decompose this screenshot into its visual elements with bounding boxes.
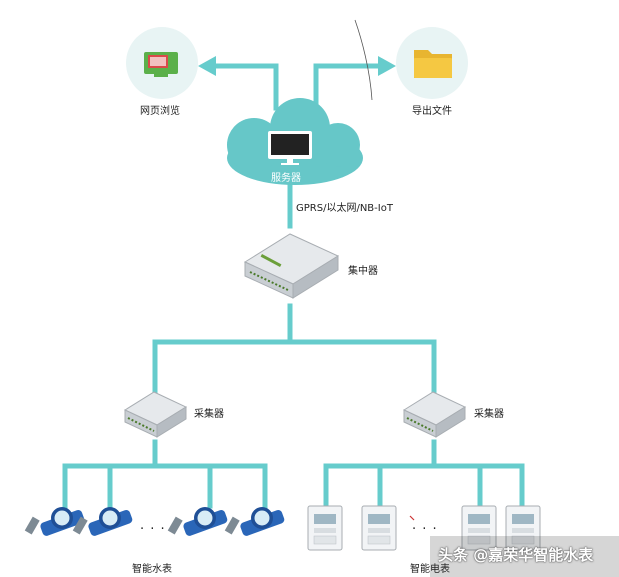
web-browse-node xyxy=(126,27,198,99)
monitor-icon xyxy=(144,52,178,77)
line-to-web xyxy=(212,63,279,111)
water-meter-icon xyxy=(167,507,228,536)
export-file-node xyxy=(396,27,468,99)
export-file-label: 导出文件 xyxy=(412,106,452,117)
electric-meter-label: 智能电表 xyxy=(410,564,450,575)
concentrator-device xyxy=(243,233,340,299)
electric-meter-icon xyxy=(307,505,343,551)
watermark-text: 头条 @嘉荣华智能水表 xyxy=(438,546,594,564)
electric-meter-icon xyxy=(505,505,541,551)
connector-lines xyxy=(62,63,525,509)
watermark-band xyxy=(430,536,619,577)
water-meters-dots: · · · xyxy=(140,522,166,537)
server-label: 服务器 xyxy=(271,173,301,184)
collector-right-device xyxy=(402,391,467,438)
arrow-right-icon xyxy=(378,56,396,76)
electric-meter-icon xyxy=(361,505,397,551)
server-cloud xyxy=(227,98,363,185)
arrow-left-icon xyxy=(198,56,216,76)
computer-icon xyxy=(268,131,312,165)
electric-meters-dots: · · · xyxy=(412,522,438,537)
water-meter-icon xyxy=(72,507,133,536)
web-browse-label: 网页浏览 xyxy=(140,106,180,117)
electric-meters xyxy=(307,505,541,551)
collector-right-label: 采集器 xyxy=(474,409,504,420)
electric-meter-icon xyxy=(461,505,497,551)
line-to-export xyxy=(313,63,381,111)
water-meter-icon xyxy=(224,507,285,536)
red-mark xyxy=(409,515,415,521)
water-meter-icon xyxy=(24,507,85,536)
stray-line xyxy=(354,19,373,101)
collector-left-device xyxy=(123,391,188,438)
folder-icon xyxy=(414,50,452,78)
water-meter-label: 智能水表 xyxy=(132,564,172,575)
water-meters xyxy=(24,507,285,536)
network-label: GPRS/以太网/NB-IoT xyxy=(296,203,393,214)
concentrator-label: 集中器 xyxy=(348,266,378,277)
collector-left-label: 采集器 xyxy=(194,409,224,420)
